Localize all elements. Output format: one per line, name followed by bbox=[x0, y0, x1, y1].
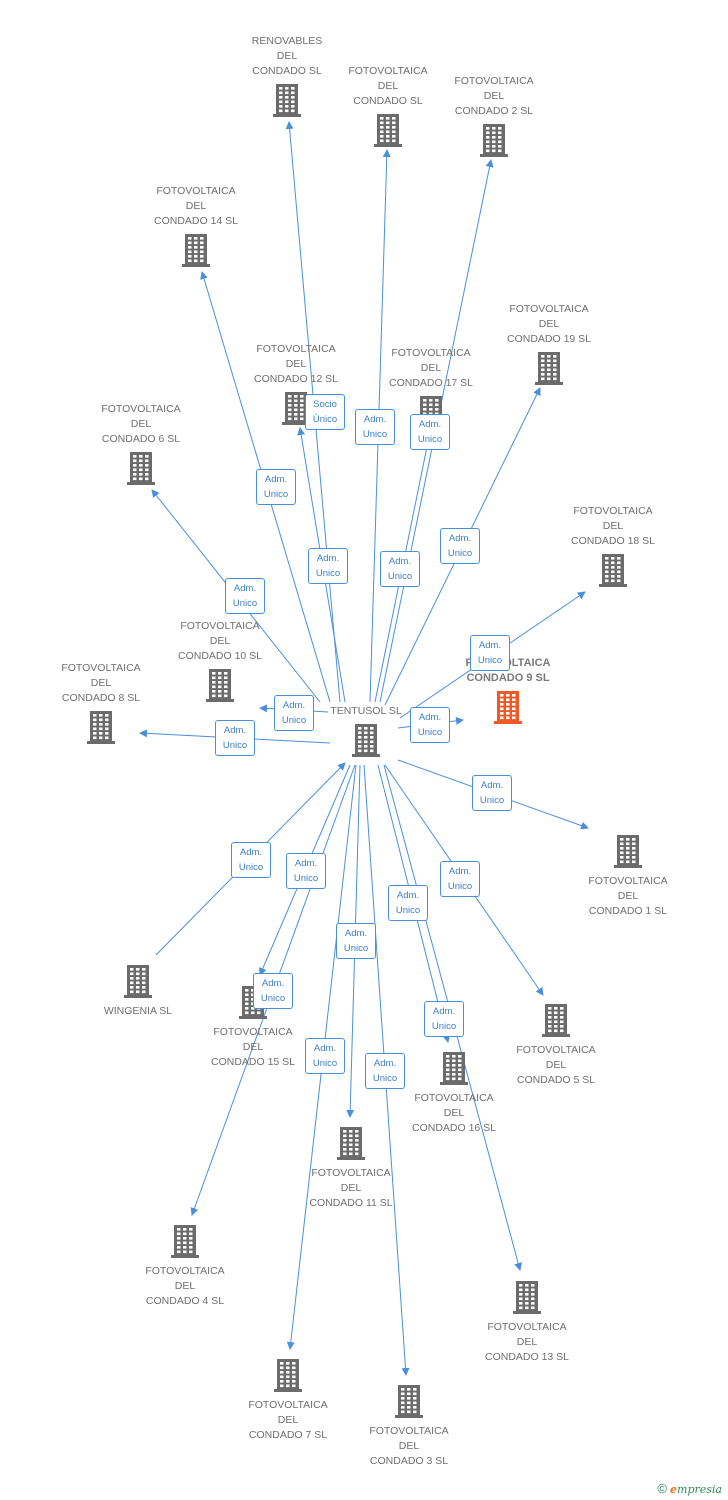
company-name: FOTOVOLTAICA DEL CONDADO 7 SL bbox=[248, 1399, 328, 1441]
relation-label: Adm. Unico bbox=[388, 885, 428, 921]
company-node-fv8[interactable]: FOTOVOLTAICA DEL CONDADO 8 SL bbox=[36, 661, 166, 744]
company-name: FOTOVOLTAICA DEL CONDADO 1 SL bbox=[588, 875, 668, 917]
company-name: FOTOVOLTAICA DEL CONDADO 12 SL bbox=[253, 343, 339, 385]
building-icon bbox=[374, 114, 402, 147]
relation-label: Adm. Unico bbox=[440, 528, 480, 564]
building-icon bbox=[87, 711, 115, 744]
building-icon bbox=[440, 1052, 468, 1085]
company-name: FOTOVOLTAICA DEL CONDADO 6 SL bbox=[101, 403, 181, 445]
company-name: FOTOVOLTAICA DEL CONDADO 10 SL bbox=[177, 620, 263, 662]
company-name: FOTOVOLTAICA DEL CONDADO 4 SL bbox=[145, 1265, 225, 1307]
building-icon bbox=[513, 1281, 541, 1314]
building-icon bbox=[182, 234, 210, 267]
company-node-fv16[interactable]: FOTOVOLTAICA DEL CONDADO 16 SL bbox=[389, 1051, 519, 1136]
relation-label: Adm. Unico bbox=[274, 695, 314, 731]
company-node-fv[interactable]: FOTOVOLTAICA DEL CONDADO SL bbox=[323, 64, 453, 147]
company-node-fv6[interactable]: FOTOVOLTAICA DEL CONDADO 6 SL bbox=[76, 402, 206, 485]
relation-label: Adm. Unico bbox=[440, 861, 480, 897]
company-name: FOTOVOLTAICA DEL CONDADO 18 SL bbox=[570, 505, 656, 547]
company-name: FOTOVOLTAICA DEL CONDADO 5 SL bbox=[516, 1044, 596, 1086]
company-node-fv18[interactable]: FOTOVOLTAICA DEL CONDADO 18 SL bbox=[548, 504, 678, 587]
company-node-fv11[interactable]: FOTOVOLTAICA DEL CONDADO 11 SL bbox=[286, 1126, 416, 1211]
relation-label: Adm. Unico bbox=[225, 578, 265, 614]
relation-label: Adm. Unico bbox=[305, 1038, 345, 1074]
relation-label: Adm. Unico bbox=[253, 973, 293, 1009]
company-name: FOTOVOLTAICA DEL CONDADO 16 SL bbox=[411, 1092, 497, 1134]
company-name: FOTOVOLTAICA DEL CONDADO 15 SL bbox=[210, 1026, 296, 1068]
footer-brand[interactable]: © empresia bbox=[657, 1481, 722, 1496]
company-node-tentusol[interactable]: TENTUSOL SL bbox=[301, 704, 431, 757]
company-name: TENTUSOL SL bbox=[330, 705, 402, 717]
company-name: RENOVABLES DEL CONDADO SL bbox=[251, 35, 323, 77]
relation-label: Adm. Unico bbox=[470, 635, 510, 671]
company-name: FOTOVOLTAICA DEL CONDADO 2 SL bbox=[454, 75, 534, 117]
company-node-fv4[interactable]: FOTOVOLTAICA DEL CONDADO 4 SL bbox=[120, 1224, 250, 1309]
relation-label: Adm. Unico bbox=[256, 469, 296, 505]
copyright-icon: © bbox=[657, 1481, 667, 1496]
building-icon bbox=[352, 724, 380, 757]
company-node-fv12[interactable]: FOTOVOLTAICA DEL CONDADO 12 SL bbox=[231, 342, 361, 425]
relation-label: Socio Único bbox=[305, 394, 345, 430]
building-icon bbox=[206, 669, 234, 702]
company-node-fv2[interactable]: FOTOVOLTAICA DEL CONDADO 2 SL bbox=[429, 74, 559, 157]
company-node-fv19[interactable]: FOTOVOLTAICA DEL CONDADO 19 SL bbox=[484, 302, 614, 385]
relation-label: Adm. Unico bbox=[308, 548, 348, 584]
company-node-fv5[interactable]: FOTOVOLTAICA DEL CONDADO 5 SL bbox=[491, 1003, 621, 1088]
building-icon bbox=[542, 1004, 570, 1037]
building-icon bbox=[127, 452, 155, 485]
building-icon bbox=[274, 1359, 302, 1392]
building-icon bbox=[282, 392, 310, 425]
company-name: FOTOVOLTAICA DEL CONDADO 3 SL bbox=[369, 1425, 449, 1467]
company-node-fv3[interactable]: FOTOVOLTAICA DEL CONDADO 3 SL bbox=[344, 1384, 474, 1469]
building-icon bbox=[171, 1225, 199, 1258]
relation-label: Adm. Unico bbox=[336, 923, 376, 959]
building-icon bbox=[395, 1385, 423, 1418]
company-name: FOTOVOLTAICA DEL CONDADO 17 SL bbox=[388, 347, 474, 389]
company-node-fv10[interactable]: FOTOVOLTAICA DEL CONDADO 10 SL bbox=[155, 619, 285, 702]
relation-label: Adm. Unico bbox=[355, 409, 395, 445]
brand-logo: empresia bbox=[670, 1483, 722, 1496]
relation-label: Adm. Unico bbox=[380, 551, 420, 587]
building-icon bbox=[614, 835, 642, 868]
building-icon bbox=[599, 554, 627, 587]
company-name: WINGENIA SL bbox=[103, 1005, 173, 1017]
building-icon bbox=[480, 124, 508, 157]
company-node-fv14[interactable]: FOTOVOLTAICA DEL CONDADO 14 SL bbox=[131, 184, 261, 267]
building-icon bbox=[535, 352, 563, 385]
building-icon bbox=[273, 84, 301, 117]
relation-label: Adm. Unico bbox=[424, 1001, 464, 1037]
company-name: FOTOVOLTAICA DEL CONDADO 8 SL bbox=[61, 662, 141, 704]
company-name: FOTOVOLTAICA DEL CONDADO 14 SL bbox=[153, 185, 239, 227]
relation-label: Adm. Unico bbox=[231, 842, 271, 878]
company-node-fv1[interactable]: FOTOVOLTAICA DEL CONDADO 1 SL bbox=[563, 834, 693, 919]
relation-label: Adm. Unico bbox=[410, 707, 450, 743]
relation-label: Adm. Unico bbox=[472, 775, 512, 811]
company-name: FOTOVOLTAICA DEL CONDADO SL bbox=[348, 65, 428, 107]
relation-label: Adm. Unico bbox=[286, 853, 326, 889]
building-icon bbox=[124, 965, 152, 998]
company-node-wingenia[interactable]: WINGENIA SL bbox=[73, 964, 203, 1019]
building-icon bbox=[337, 1127, 365, 1160]
relation-label: Adm. Unico bbox=[365, 1053, 405, 1089]
company-name: FOTOVOLTAICA DEL CONDADO 11 SL bbox=[309, 1167, 393, 1209]
company-name: FOTOVOLTAICA DEL CONDADO 19 SL bbox=[506, 303, 592, 345]
relation-label: Adm. Unico bbox=[215, 720, 255, 756]
company-node-fv7[interactable]: FOTOVOLTAICA DEL CONDADO 7 SL bbox=[223, 1358, 353, 1443]
relation-label: Adm. Unico bbox=[410, 414, 450, 450]
company-node-fv13[interactable]: FOTOVOLTAICA DEL CONDADO 13 SL bbox=[462, 1280, 592, 1365]
company-node-renovables[interactable]: RENOVABLES DEL CONDADO SL bbox=[222, 34, 352, 117]
company-name: FOTOVOLTAICA DEL CONDADO 13 SL bbox=[484, 1321, 570, 1363]
building-icon bbox=[494, 691, 522, 724]
